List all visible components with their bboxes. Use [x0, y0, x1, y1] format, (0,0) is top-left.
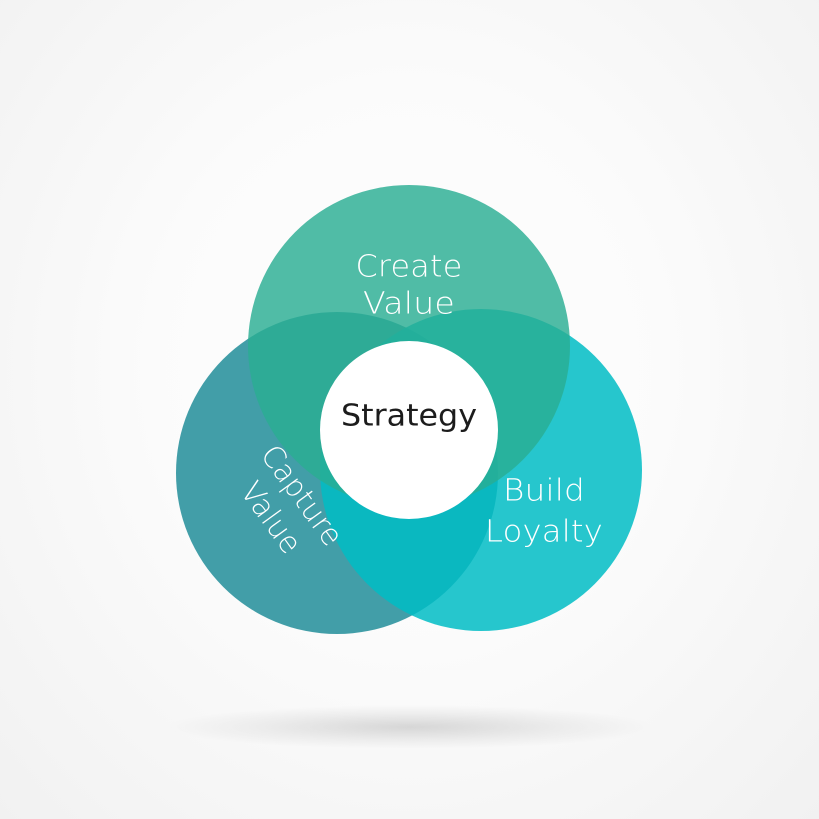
- center-label: Strategy: [341, 399, 477, 434]
- build-loyalty-label-line2: Loyalty: [485, 515, 603, 550]
- build-loyalty-label-line1: Build: [503, 474, 585, 509]
- center-circle[interactable]: [320, 341, 498, 519]
- create-value-label-line1: Create: [356, 250, 463, 285]
- create-value-label-line2: Value: [363, 287, 455, 322]
- floor-shadow: [165, 705, 655, 749]
